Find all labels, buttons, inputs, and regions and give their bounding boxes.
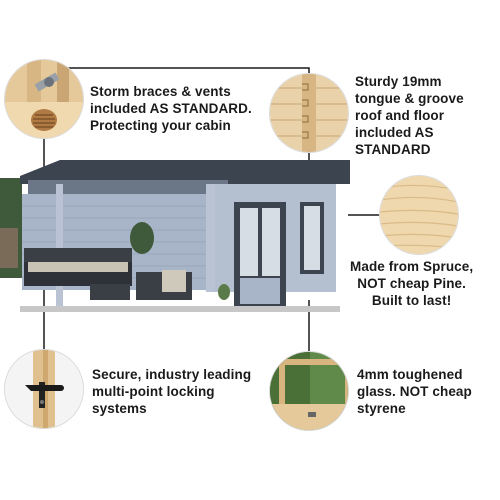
cabin-floor	[20, 306, 340, 312]
feature-text-locking: Secure, industry leading multi-point loc…	[92, 367, 252, 416]
connector-tongue-groove	[64, 67, 310, 75]
window-glass-icon	[270, 352, 348, 430]
cabin-door-panel	[240, 278, 280, 304]
roof-underside	[28, 180, 228, 194]
feature-text-storm-braces: Storm braces & vents included AS STANDAR…	[90, 84, 252, 133]
feature-text-spruce: Made from Spruce, NOT cheap Pine. Built …	[350, 259, 474, 308]
cabin-door-glass	[240, 208, 258, 276]
armchair-cushion	[162, 270, 186, 292]
storm-brace-vent-icon	[5, 60, 83, 138]
spruce-wood-grain-icon	[380, 176, 458, 254]
cabin-mid-post	[206, 184, 215, 292]
cabin-roof	[20, 160, 350, 184]
cabin-side-window-glass	[304, 206, 320, 270]
sofa-cushions	[28, 262, 128, 272]
coffee-table	[90, 284, 130, 300]
tongue-groove-joint-icon	[270, 74, 348, 152]
sofa-back	[24, 248, 132, 262]
potted-plant-right	[218, 284, 230, 300]
cabin-door-glass-right	[262, 208, 280, 276]
feature-text-tongue-groove: Sturdy 19mm tongue & groove roof and flo…	[355, 74, 464, 157]
hedge-fence	[0, 228, 18, 268]
potted-plant-left	[130, 222, 154, 254]
feature-text-glass: 4mm toughened glass. NOT cheap styrene	[357, 367, 472, 416]
garden-cabin-illustration	[0, 160, 350, 312]
door-handle-lock-icon	[5, 350, 83, 428]
